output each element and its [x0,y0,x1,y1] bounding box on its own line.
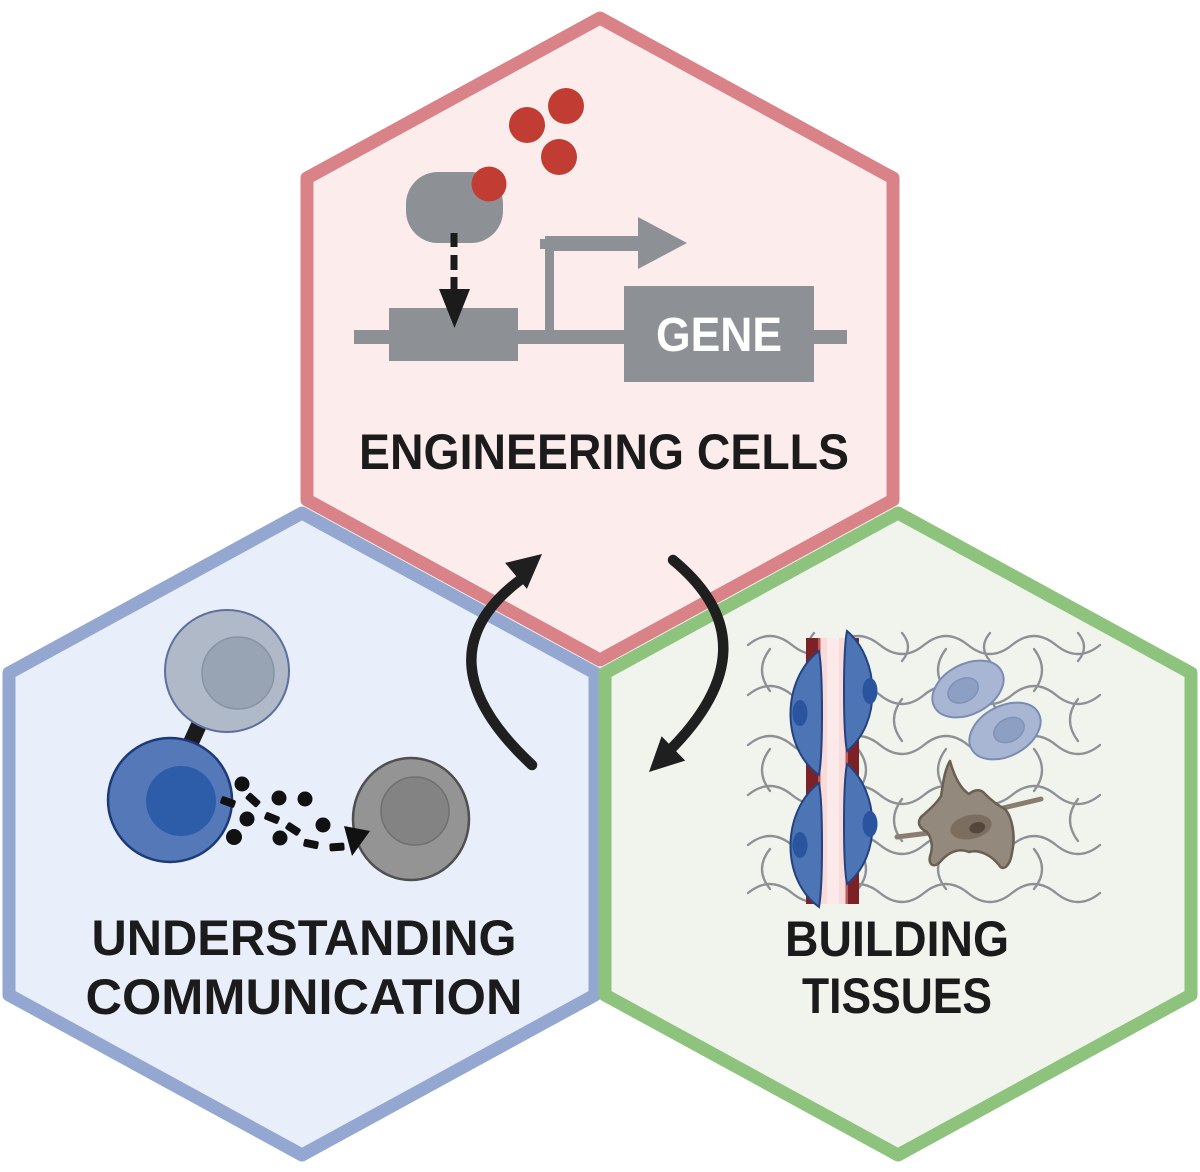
label-communication: COMMUNICATION [86,969,523,1025]
tissue-illustration [746,629,1102,909]
gene-expression-illustration: GENE [354,88,847,382]
tissue-cell-nucleus [947,677,979,704]
neighbor-cell [164,609,290,733]
neighbor-cell-nucleus [201,636,275,710]
cycle-arrow-up-icon [466,554,542,771]
transcription-start-arrow-icon [540,217,687,332]
label-building: BUILDING [785,911,1009,967]
perivascular-cell-nuclei [792,678,878,858]
hexagon-understanding-communication-shape [2,506,602,1162]
hexagon-understanding-communication: UNDERSTANDING COMMUNICATION [2,506,602,1162]
hexagon-engineering-cells: GENE ENGINEERING CELLS [300,11,900,667]
cycle-arrows [466,554,729,772]
tissue-cell-nucleus [993,716,1025,744]
label-understanding: UNDERSTANDING [92,910,517,966]
fibroblast-cell [894,759,1044,870]
receiver-cell-nucleus [380,776,450,846]
gene-box [624,286,814,382]
sender-cell [106,736,234,864]
label-tissues: TISSUES [802,968,992,1024]
tissue-cell-pair [931,659,1042,761]
receiver-cell [351,756,471,882]
secreted-molecule-dots [226,776,331,846]
label-engineering-cells: ENGINEERING CELLS [359,424,849,480]
binding-dashed-arrow-icon [439,233,470,328]
sender-cell-nucleus [146,766,216,836]
cycle-arrow-down-icon [649,554,729,772]
cell-communication-illustration [106,609,471,882]
secretion-dashed-arrow-icon [220,792,370,856]
signal-molecule-dots [471,88,584,202]
gene-box-label: GENE [656,309,782,362]
hexagon-building-tissues: BUILDING TISSUES [598,506,1198,1162]
